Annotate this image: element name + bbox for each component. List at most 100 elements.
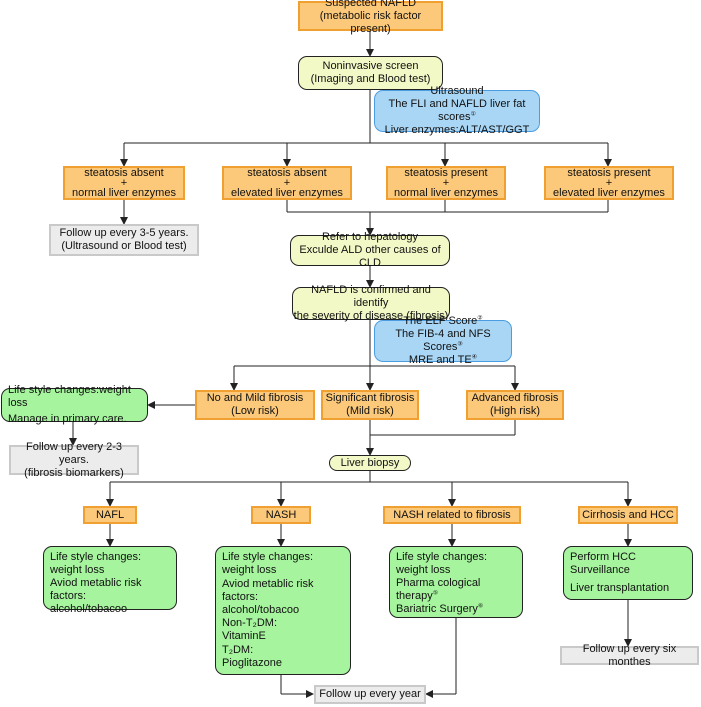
ultrasound-line-3: Liver enzymes:ALT/AST/GGT — [384, 124, 530, 136]
nafl-label: NAFL — [95, 508, 125, 521]
elf-line-1-text: The ELF Score — [403, 315, 478, 327]
advanced-fibrosis-box: Advanced fibrosis (High risk) — [466, 390, 564, 420]
elf-sup-1: ② — [477, 315, 483, 322]
nash-treatment-box: Life style changes: weight loss Aviod me… — [215, 546, 351, 675]
followup-23-line-2: (fibrosis biomarkers) — [24, 466, 124, 479]
cirrhosis-label: Cirrhosis and HCC — [582, 508, 674, 521]
elf-line-2: The FIB-4 and NFS Scores③ — [375, 328, 511, 354]
elf-score-box: The ELF Score② The FIB-4 and NFS Scores③… — [374, 315, 512, 366]
s-absent-elevated-line-2: elevated liver enzymes — [231, 186, 343, 199]
liver-biopsy-box: Liver biopsy — [329, 455, 411, 471]
elf-sup-2: ③ — [457, 341, 463, 348]
s-present-normal-line-1: steatosis present — [404, 166, 488, 179]
lifestyle-primary-care-box: Life style changes:weight loss Manage in… — [1, 384, 148, 425]
steatosis-absent-elevated-box: steatosis absent + elevated liver enzyme… — [222, 166, 352, 200]
s-present-elevated-plus: + — [605, 176, 613, 189]
nash-tx-line-6: VitaminE — [222, 630, 266, 643]
nafl-tx-line-1: Life style changes: — [50, 551, 142, 563]
confirmed-line-2: the severity of disease (fibrosis) — [293, 310, 449, 322]
s-present-elevated-line-2: elevated liver enzymes — [553, 186, 665, 199]
elf-sup-3: ④ — [471, 354, 478, 361]
nash-fibrosis-label: NASH related to fibrosis — [393, 508, 511, 521]
ultrasound-line-2: The FLI and NAFLD liver fat scores① — [375, 98, 539, 124]
suspected-line-2: (metabolic risk factor present) — [319, 9, 422, 35]
nashf-tx-line-3-text: Pharma cological therapy — [396, 577, 481, 602]
mild-fibrosis-line-2: (Low risk) — [231, 405, 279, 417]
followup-23-line-1: Follow up every 2-3 years. — [26, 440, 122, 466]
nashf-tx-line-4: Bariatric Surgery⑥ — [396, 603, 483, 616]
s-present-normal-line-2: normal liver enzymes — [394, 186, 498, 199]
cirr-tx-line-1: Perform HCC Surveillance — [570, 551, 637, 576]
elf-line-3: MRE and TE④ — [409, 354, 477, 367]
followup-six-months-box: Follow up every six monthes — [560, 643, 699, 668]
ultrasound-line-2-text: The FLI and NAFLD liver fat scores — [388, 98, 526, 123]
advanced-fibrosis-line-2: (High risk) — [489, 405, 541, 417]
cirrhosis-treatment-box: Perform HCC Surveillance Liver transplan… — [563, 546, 693, 600]
steatosis-present-normal-box: steatosis present + normal liver enzymes — [386, 166, 506, 200]
suspected-line-1: Suspected NAFLD — [324, 0, 417, 9]
ultrasound-box: Ultrasound The FLI and NAFLD liver fat s… — [374, 85, 540, 136]
nash-tx-line-4: alcohol/tobacoo — [222, 603, 300, 616]
followup-six-label: Follow up every six monthes — [582, 642, 677, 668]
lifestyle-primary-line-2: Manage in primary care. — [8, 413, 127, 425]
nashf-sup-1: ⑤ — [432, 590, 439, 597]
nash-label: NASH — [265, 508, 297, 521]
nashf-tx-line-1: Life style changes: — [396, 551, 488, 563]
followup-2-3-years-box: Follow up every 2-3 years. (fibrosis bio… — [9, 441, 139, 479]
s-present-normal-plus: + — [442, 176, 450, 189]
significant-fibrosis-box: Significant fibrosis (Mild risk) — [321, 390, 419, 420]
nafl-tx-line-4: alcohol/tobacoo — [50, 603, 128, 615]
significant-fibrosis-line-1: Significant fibrosis — [325, 392, 415, 404]
cirr-tx-line-2: Liver transplantation — [570, 582, 670, 594]
followup-year-label: Follow up every year — [319, 688, 421, 700]
nashf-tx-line-2: weight loss — [396, 564, 451, 576]
advanced-fibrosis-line-1: Advanced fibrosis — [471, 392, 559, 404]
nash-tx-line-1: Life style changes: — [222, 551, 314, 563]
confirmed-line-1: NAFLD is confirmed and identify — [311, 284, 431, 309]
nashf-tx-line-4-text: Bariatric Surgery — [396, 603, 478, 615]
lifestyle-primary-line-1: Life style changes:weight loss — [8, 384, 131, 409]
noninvasive-screen-box: Noninvasive screen (Imaging and Blood te… — [298, 56, 443, 90]
followup-35-line-2: (Ultrasound or Blood test) — [61, 240, 187, 252]
nash-box: NASH — [251, 506, 311, 524]
elf-line-2-text: The FIB-4 and NFS Scores — [395, 328, 491, 353]
refer-hepatology-box: Refer to hepatology Exculde ALD other ca… — [290, 231, 450, 269]
mild-fibrosis-box: No and Mild fibrosis (Low risk) — [195, 390, 315, 420]
nashf-tx-line-3: Pharma cological therapy⑤ — [396, 577, 516, 603]
noninvasive-line-2: (Imaging and Blood test) — [310, 73, 431, 85]
s-absent-elevated-plus: + — [283, 176, 291, 189]
nash-fibrosis-treatment-box: Life style changes: weight loss Pharma c… — [389, 546, 523, 618]
nafl-treatment-box: Life style changes: weight loss Aviod me… — [43, 546, 177, 615]
followup-35-line-1: Follow up every 3-5 years. — [59, 227, 189, 239]
ultrasound-line-1: Ultrasound — [430, 85, 484, 97]
nafld-confirmed-box: NAFLD is confirmed and identify the seve… — [292, 284, 450, 322]
steatosis-absent-normal-box: steatosis absent + normal liver enzymes — [63, 166, 185, 200]
s-absent-normal-line-2: normal liver enzymes — [72, 186, 176, 199]
nash-fibrosis-box: NASH related to fibrosis — [383, 506, 521, 524]
significant-fibrosis-line-2: (Mild risk) — [346, 405, 394, 417]
s-absent-elevated-line-1: steatosis absent — [247, 166, 327, 179]
followup-every-year-box: Follow up every year — [314, 685, 426, 704]
s-absent-normal-plus: + — [120, 176, 128, 189]
hepatology-line-2: Exculde ALD other causes of CLD — [299, 244, 441, 269]
nash-tx-line-2: weight loss — [222, 564, 277, 576]
nafl-box: NAFL — [83, 506, 137, 524]
steatosis-present-elevated-box: steatosis present + elevated liver enzym… — [544, 166, 674, 200]
elf-line-1: The ELF Score② — [403, 315, 482, 328]
nashf-sup-2: ⑥ — [477, 603, 484, 610]
nash-tx-line-5: Non-T₂DM: — [222, 617, 277, 630]
ultrasound-superscript: ① — [470, 111, 476, 118]
nafl-tx-line-2: weight loss — [50, 564, 105, 576]
followup-3-5-years-box: Follow up every 3-5 years. (Ultrasound o… — [49, 224, 199, 256]
noninvasive-line-1: Noninvasive screen — [322, 60, 419, 72]
s-absent-normal-line-1: steatosis absent — [84, 166, 164, 179]
hepatology-line-1: Refer to hepatology — [321, 231, 418, 243]
nash-tx-line-3: Aviod metablic risk factors: — [222, 577, 314, 603]
nafl-tx-line-3: Aviod metablic risk factors: — [50, 577, 142, 602]
cirrhosis-hcc-box: Cirrhosis and HCC — [578, 506, 678, 524]
mild-fibrosis-line-1: No and Mild fibrosis — [206, 392, 304, 404]
suspected-nafld-box: Suspected NAFLD (metabolic risk factor p… — [298, 0, 443, 35]
elf-line-3-text: MRE and TE — [408, 354, 472, 366]
nash-tx-line-7: T₂DM: — [222, 644, 254, 657]
